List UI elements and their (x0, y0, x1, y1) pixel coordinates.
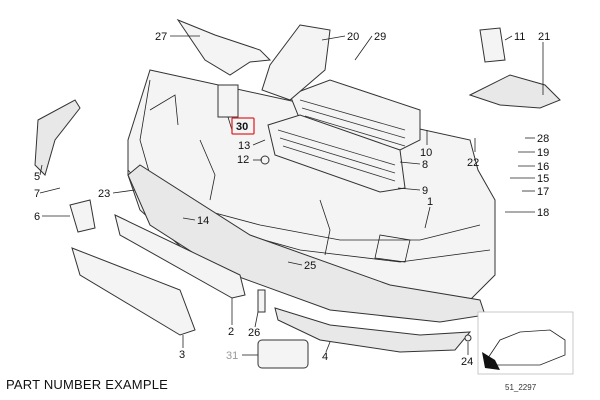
car-inset (477, 311, 574, 375)
callouts: 27 20 29 11 21 30 13 12 10 28 19 22 16 1… (34, 31, 550, 368)
callout-16: 16 (537, 161, 549, 173)
callout-27: 27 (155, 31, 167, 43)
callout-23: 23 (98, 188, 110, 200)
spoiler-4 (274, 307, 472, 353)
callout-4: 4 (322, 351, 328, 363)
kidney-grille (267, 114, 406, 193)
bracket-27 (176, 18, 272, 76)
callout-24: 24 (461, 356, 473, 368)
callout-2: 2 (228, 326, 234, 338)
callout-13: 13 (238, 140, 250, 152)
bracket-21 (468, 74, 561, 109)
callout-12: 12 (237, 154, 249, 166)
part-number-example-label: PART NUMBER EXAMPLE (6, 377, 169, 392)
callout-9: 9 (422, 185, 428, 197)
callout-5: 5 (34, 171, 40, 183)
callout-14: 14 (197, 215, 209, 227)
callout-28: 28 (537, 133, 549, 145)
callout-26: 26 (248, 327, 260, 339)
callout-17: 17 (537, 186, 549, 198)
callout-6: 6 (34, 211, 40, 223)
callout-22: 22 (467, 157, 479, 169)
callout-11: 11 (514, 31, 525, 43)
callout-21: 21 (538, 31, 550, 43)
air-duct-20 (261, 24, 331, 101)
bracket-30 (217, 84, 239, 118)
callout-29: 29 (374, 31, 386, 43)
bracket-11 (479, 27, 506, 63)
callout-8: 8 (422, 159, 428, 171)
fog-cover-31 (257, 339, 309, 369)
bracket-6 (69, 199, 96, 233)
highlight-box (231, 117, 255, 135)
callout-18: 18 (537, 207, 549, 219)
screw-24 (464, 334, 472, 342)
callout-10: 10 (420, 147, 432, 159)
callout-30: 30 (236, 121, 248, 133)
diagram-code: 51_2297 (505, 383, 537, 392)
callout-1: 1 (427, 196, 433, 208)
leader-lines (39, 35, 544, 356)
support-2 (114, 214, 246, 299)
callout-7: 7 (34, 188, 40, 200)
callout-20: 20 (347, 31, 359, 43)
bolt-26 (257, 289, 266, 313)
callout-15: 15 (537, 173, 549, 185)
callout-19: 19 (537, 147, 549, 159)
callout-3: 3 (179, 349, 185, 361)
callout-31: 31 (226, 350, 238, 362)
reinforcement-3 (71, 247, 196, 336)
side-trim-5 (34, 99, 81, 176)
callout-25: 25 (304, 260, 316, 272)
clip-12 (260, 155, 270, 165)
